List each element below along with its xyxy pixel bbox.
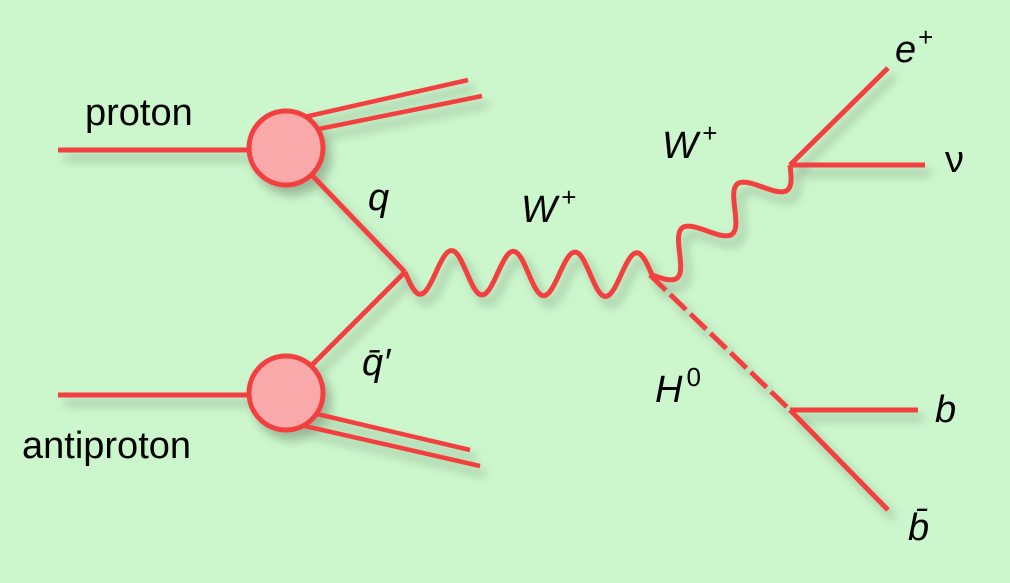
proton-remnant-lines (299, 77, 483, 135)
w-boson-propagator (402, 248, 655, 299)
bbar-quark-line (788, 408, 890, 512)
antiproton-label: antiproton (22, 425, 191, 467)
positron-label: e+ (895, 22, 933, 71)
b-label: b (935, 389, 956, 431)
quark-line (303, 166, 407, 274)
bbar-label: b̄ (908, 507, 929, 549)
antiproton-remnant-lines (295, 407, 481, 469)
proton-label: proton (85, 92, 193, 134)
antiproton-blob (246, 353, 326, 433)
w-boson-outgoing (651, 164, 794, 283)
qbar-prime-label: q̄′ (362, 342, 392, 384)
antiquark-line (303, 270, 407, 374)
higgs-line (648, 273, 792, 412)
q-label: q (368, 177, 389, 219)
proton-blob (246, 108, 326, 188)
w-top-label: W+ (662, 118, 717, 167)
positron-line (788, 66, 890, 167)
neutrino-label: ν (945, 139, 964, 181)
w-mid-label: W+ (521, 182, 576, 231)
